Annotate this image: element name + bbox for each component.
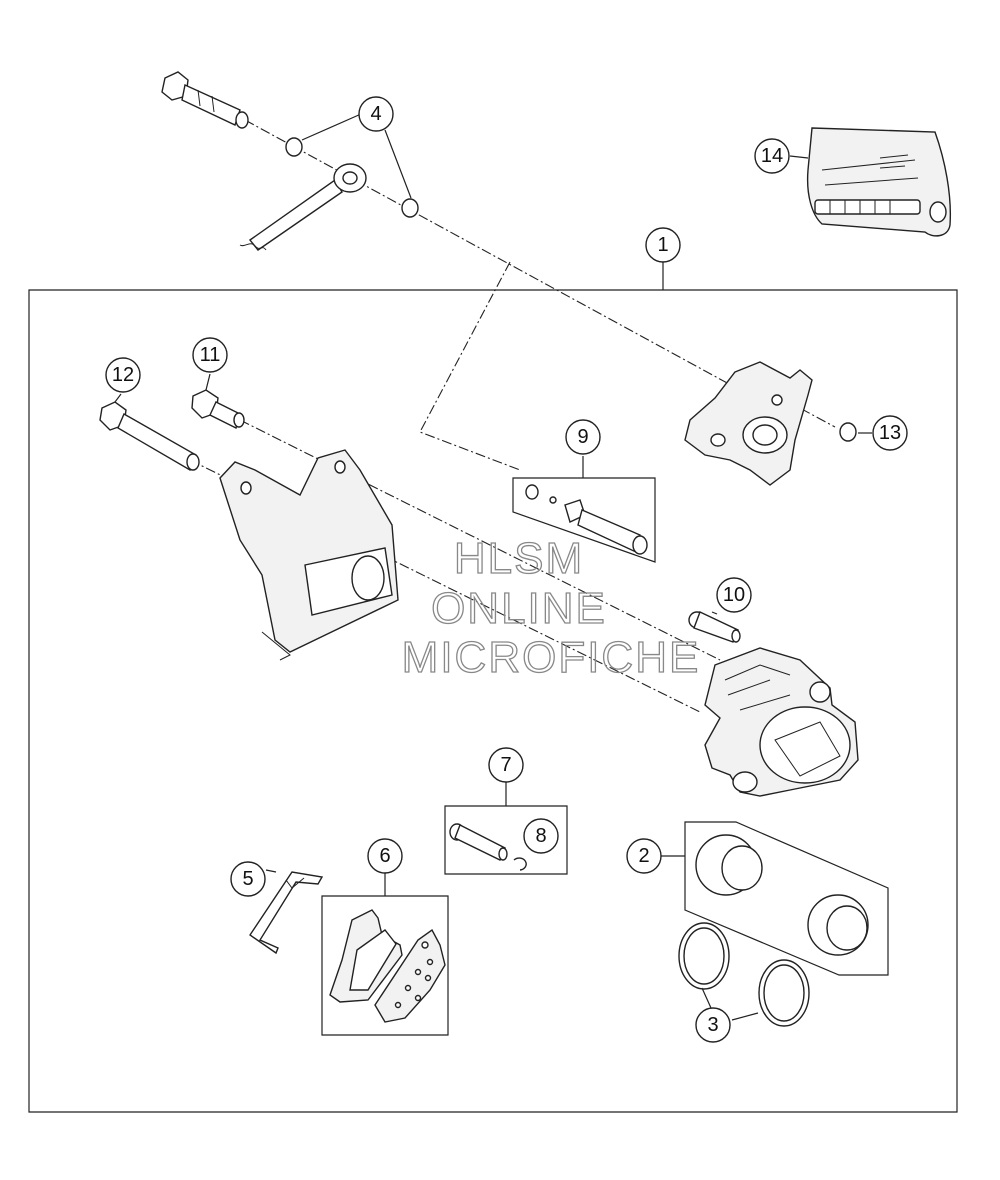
watermark-line2: ONLINE	[431, 584, 607, 633]
svg-text:5: 5	[242, 868, 253, 890]
callout-7[interactable]: 7	[488, 747, 524, 783]
callout-2[interactable]: 2	[626, 838, 662, 874]
gauge-card	[806, 127, 952, 237]
caliper-half-upper	[684, 361, 813, 486]
piston-seals	[678, 922, 810, 1027]
bolt-10	[688, 611, 741, 643]
watermark-line3: MICROFICHE	[402, 633, 701, 682]
svg-text:4: 4	[370, 103, 381, 125]
leader-4	[301, 113, 412, 199]
pistons-box	[661, 821, 889, 976]
bolt-11	[191, 389, 245, 430]
watermark-line1: HLSM	[454, 534, 584, 583]
caliper-bracket	[219, 449, 399, 661]
leader-3	[701, 987, 759, 1021]
svg-text:13: 13	[879, 422, 901, 444]
svg-text:1: 1	[657, 234, 668, 256]
bleeder-kit-box	[512, 477, 656, 563]
axis-line-banjo	[244, 119, 741, 391]
callout-4[interactable]: 4	[358, 96, 394, 132]
callout-3[interactable]: 3	[695, 1007, 731, 1043]
callouts: 1 2 3 4 5 6 7 8 9 10 11 12 13 14	[105, 96, 908, 1043]
axis-line-branch	[419, 261, 521, 471]
svg-text:11: 11	[200, 344, 221, 366]
pad-spring	[249, 871, 324, 955]
sealing-ring-lower	[401, 198, 419, 218]
callout-13[interactable]: 13	[872, 415, 908, 451]
o-ring-13	[839, 422, 857, 442]
callout-12[interactable]: 12	[105, 357, 141, 393]
svg-text:2: 2	[638, 845, 649, 867]
svg-text:14: 14	[761, 145, 783, 167]
leader-10	[711, 611, 718, 615]
svg-text:12: 12	[112, 364, 134, 386]
assembly-frame	[28, 289, 958, 1113]
callout-10[interactable]: 10	[716, 577, 752, 613]
svg-text:10: 10	[723, 584, 745, 606]
watermark: HLSM ONLINE MICROFICHE	[401, 533, 701, 682]
callout-11[interactable]: 11	[192, 337, 228, 373]
leader-5	[265, 869, 277, 873]
sealing-ring-upper	[285, 137, 303, 157]
callout-8[interactable]: 8	[523, 818, 559, 854]
brake-caliper	[704, 647, 859, 797]
callout-9[interactable]: 9	[565, 419, 601, 455]
callout-5[interactable]: 5	[230, 861, 266, 897]
leader-12	[114, 393, 122, 403]
leader-14	[789, 155, 809, 159]
svg-text:6: 6	[379, 845, 390, 867]
svg-text:9: 9	[577, 426, 588, 448]
banjo-bolt	[161, 71, 249, 129]
callout-14[interactable]: 14	[754, 138, 790, 174]
pin-set-box	[444, 782, 568, 875]
callout-1[interactable]: 1	[645, 227, 681, 263]
leader-11	[205, 373, 211, 391]
callout-6[interactable]: 6	[367, 838, 403, 874]
bolt-12	[99, 401, 200, 472]
brake-line	[239, 163, 367, 251]
svg-text:3: 3	[707, 1014, 718, 1036]
brake-pads-box	[321, 871, 449, 1036]
svg-text:7: 7	[500, 754, 511, 776]
svg-text:8: 8	[535, 825, 546, 847]
